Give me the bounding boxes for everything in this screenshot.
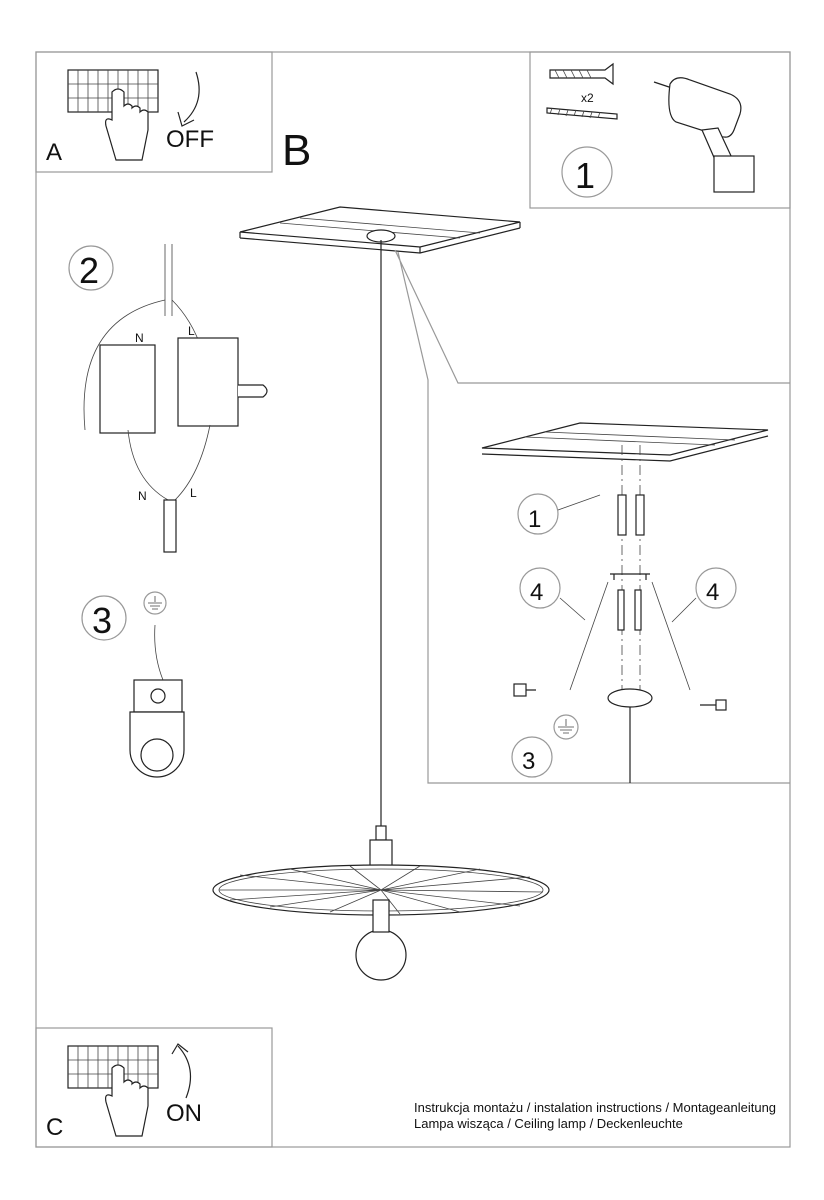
panel-c-power-on: ON C — [35, 1027, 273, 1148]
connector-n-icon — [99, 344, 156, 434]
footer-line-1: Instrukcja montażu / instalation instruc… — [414, 1100, 777, 1115]
mounting-detail: 1 4 4 3 — [481, 422, 769, 783]
panel-step-2-wiring: 2 N L N L — [68, 244, 268, 553]
side-screw-icon — [715, 699, 727, 711]
off-label: OFF — [166, 126, 214, 153]
panel-step-1-tools: x2 1 — [529, 51, 791, 209]
live-label-bottom: L — [190, 486, 197, 500]
connector-l-icon — [177, 337, 239, 427]
wall-plug-icon — [617, 494, 627, 536]
page-frame — [35, 51, 791, 1148]
screw-icon — [634, 589, 642, 631]
ground-symbol-icon — [553, 714, 579, 740]
panel-a-power-off: OFF A — [35, 51, 273, 173]
neutral-label-top: N — [135, 331, 144, 345]
panel-c-letter: C — [46, 1114, 63, 1141]
panel-a-letter: A — [46, 139, 62, 166]
screw-icon — [617, 589, 625, 631]
ceiling-canopy-plate — [239, 206, 521, 254]
step-1-circle — [561, 146, 613, 198]
quantity-label: x2 — [581, 91, 594, 105]
wall-plug-icon — [635, 494, 645, 536]
side-screw-icon — [513, 683, 527, 697]
detail-step-4-right-number: 4 — [706, 579, 719, 606]
arrow-up-icon — [171, 1043, 192, 1099]
step-3-number: 3 — [92, 600, 112, 641]
screw-icon — [546, 107, 618, 120]
panel-b-letter: B — [282, 126, 311, 175]
ground-symbol-icon — [143, 591, 167, 615]
footer-caption: Instrukcja montażu / instalation instruc… — [414, 1100, 776, 1132]
live-label-top: L — [188, 324, 195, 338]
step-1-number: 1 — [575, 155, 595, 196]
arrow-down-icon — [177, 71, 200, 127]
detail-step-3-number: 3 — [522, 748, 535, 775]
mounting-bracket — [610, 573, 650, 580]
footer-line-2: Lampa wisząca / Ceiling lamp / Deckenleu… — [414, 1116, 683, 1131]
ground-bracket — [129, 711, 185, 778]
canopy-cup — [607, 688, 653, 708]
pendant-lamp — [212, 825, 550, 981]
cable-sheath — [163, 499, 177, 553]
neutral-label-bottom: N — [138, 489, 147, 503]
detail-step-4-left-number: 4 — [530, 579, 543, 606]
ground-terminal-icon — [133, 679, 183, 713]
wall-plug-icon — [549, 62, 614, 86]
panel-step-3-ground: 3 — [81, 591, 185, 778]
hand-icon — [105, 1064, 149, 1137]
hand-icon — [238, 384, 268, 398]
on-label: ON — [166, 1100, 202, 1127]
detail-step-1-number: 1 — [528, 506, 541, 533]
hand-icon — [105, 88, 149, 161]
drill-icon — [653, 77, 755, 193]
light-bulb — [355, 929, 407, 981]
detail-callout-frame — [394, 249, 790, 784]
step-2-number: 2 — [79, 250, 99, 291]
